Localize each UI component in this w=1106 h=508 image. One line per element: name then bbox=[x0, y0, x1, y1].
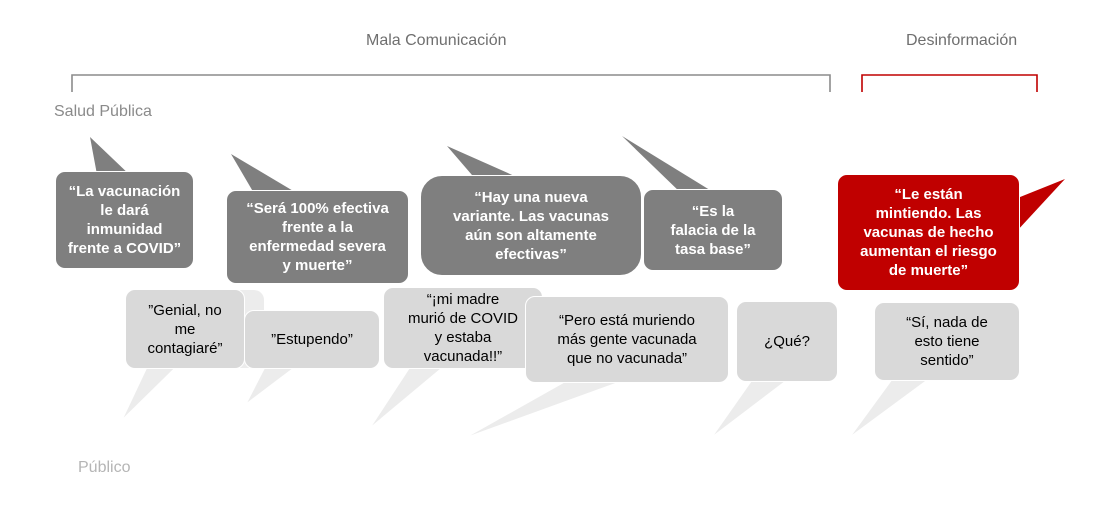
bubble-tail-gov-2 bbox=[231, 154, 300, 195]
speech-bubble-public-4: “Pero está muriendo más gente vacunada q… bbox=[525, 296, 729, 383]
bracket-desinformacion bbox=[861, 74, 1038, 92]
speech-bubble-public-1: ”Genial, no me contagiaré” bbox=[125, 289, 245, 369]
speech-bubble-text: ”Genial, no me contagiaré” bbox=[147, 301, 223, 357]
speech-bubble-public-2: ”Estupendo” bbox=[244, 310, 380, 369]
speech-bubble-text: “Hay una nueva variante. Las vacunas aún… bbox=[453, 188, 609, 263]
bubble-tail-gov-4 bbox=[622, 136, 718, 195]
header-desinformacion: Desinformación bbox=[906, 32, 1018, 49]
bubble-tail-pub-3 bbox=[369, 366, 445, 429]
bubble-tail-gov-1 bbox=[90, 137, 135, 180]
bubble-tail-pub-5 bbox=[711, 379, 789, 438]
speech-bubble-disinformation: “Le están mintiendo. Las vacunas de hech… bbox=[837, 174, 1020, 291]
speech-bubble-gov-3: “Hay una nueva variante. Las vacunas aún… bbox=[420, 175, 642, 276]
speech-bubble-text: ”Estupendo” bbox=[271, 331, 353, 348]
bubble-tail-pub-1 bbox=[121, 364, 180, 421]
speech-bubble-public-6: “Sí, nada de esto tiene sentido” bbox=[874, 302, 1020, 381]
actor-salud-publica: Salud Pública bbox=[54, 103, 152, 120]
bubble-tail-pub-2 bbox=[245, 366, 297, 405]
bracket-mala-comunicacion bbox=[71, 74, 831, 92]
bubble-tail-pub-4 bbox=[464, 379, 626, 439]
speech-bubble-gov-2: “Será 100% efectiva frente a la enfermed… bbox=[226, 190, 409, 284]
bubble-tail-gov-3 bbox=[447, 146, 528, 182]
speech-bubble-text: “Sí, nada de esto tiene sentido” bbox=[906, 314, 988, 369]
speech-bubble-gov-4: “Es la falacia de la tasa base” bbox=[643, 189, 783, 271]
speech-bubble-text: “Será 100% efectiva frente a la enfermed… bbox=[246, 200, 389, 274]
speech-bubble-public-3: “¡mi madre murió de COVID y estaba vacun… bbox=[383, 287, 543, 369]
speech-bubble-text: “La vacunación le dará inmunidad frente … bbox=[67, 183, 182, 257]
speech-bubble-text: “Le están mintiendo. Las vacunas de hech… bbox=[860, 186, 997, 279]
actor-publico: Público bbox=[78, 459, 131, 476]
speech-bubble-text: “¡mi madre murió de COVID y estaba vacun… bbox=[407, 291, 519, 365]
speech-bubble-gov-1: “La vacunación le dará inmunidad frente … bbox=[55, 171, 194, 269]
speech-bubble-text: “Pero está muriendo más gente vacunada q… bbox=[557, 312, 697, 367]
speech-bubble-text: ¿Qué? bbox=[764, 333, 810, 350]
header-mala-comunicacion: Mala Comunicación bbox=[366, 32, 507, 49]
speech-bubble-text: “Es la falacia de la tasa base” bbox=[670, 202, 756, 258]
speech-bubble-public-5: ¿Qué? bbox=[736, 301, 838, 382]
bubble-tail-pub-6 bbox=[849, 377, 932, 438]
